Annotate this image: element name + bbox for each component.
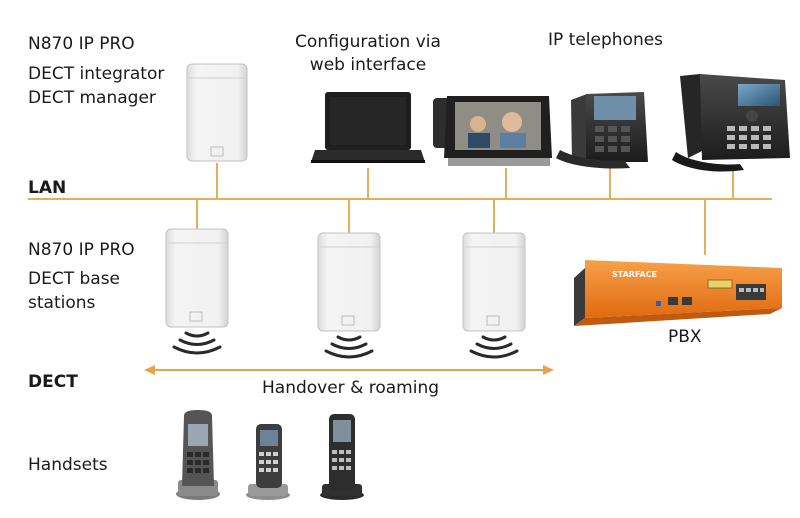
lan-lines bbox=[28, 163, 772, 255]
handsets-label: Handsets bbox=[28, 455, 108, 475]
dect-label: DECT bbox=[28, 372, 78, 392]
executive-phone-icon bbox=[672, 74, 790, 172]
base-label-line1: N870 IP PRO bbox=[28, 240, 135, 260]
config-label-line2: web interface bbox=[309, 55, 427, 75]
handset-premium-icon bbox=[320, 414, 364, 500]
config-label-line1: Configuration via bbox=[295, 32, 441, 52]
radio-waves-icon bbox=[324, 335, 374, 359]
pbx-label: PBX bbox=[668, 327, 702, 347]
radio-waves-icon bbox=[172, 331, 222, 355]
desk-phone-icon bbox=[556, 92, 648, 169]
integrator-unit bbox=[186, 63, 248, 162]
handover-label: Handover & roaming bbox=[262, 378, 440, 398]
video-phone-icon bbox=[433, 96, 552, 166]
handover-arrow bbox=[144, 365, 554, 375]
ip-phones-label: IP telephones bbox=[548, 30, 664, 50]
base-station-2 bbox=[317, 232, 381, 332]
handset-compact-icon bbox=[246, 424, 290, 500]
lan-label: LAN bbox=[28, 178, 67, 198]
base-label-line2: DECT base bbox=[28, 269, 121, 289]
pbx-brand-text: STARFACE bbox=[612, 270, 657, 279]
laptop-icon bbox=[311, 92, 425, 163]
base-station-3 bbox=[462, 232, 526, 332]
handset-rugged-icon bbox=[176, 410, 220, 500]
integrator-label-line3: DECT manager bbox=[28, 88, 156, 108]
pbx-device: STARFACE bbox=[574, 260, 782, 326]
integrator-label-line1: N870 IP PRO bbox=[28, 34, 135, 54]
base-station-1 bbox=[165, 228, 229, 328]
radio-waves-icon bbox=[469, 335, 519, 359]
integrator-label-line2: DECT integrator bbox=[28, 64, 165, 84]
base-label-line3: stations bbox=[28, 293, 96, 313]
